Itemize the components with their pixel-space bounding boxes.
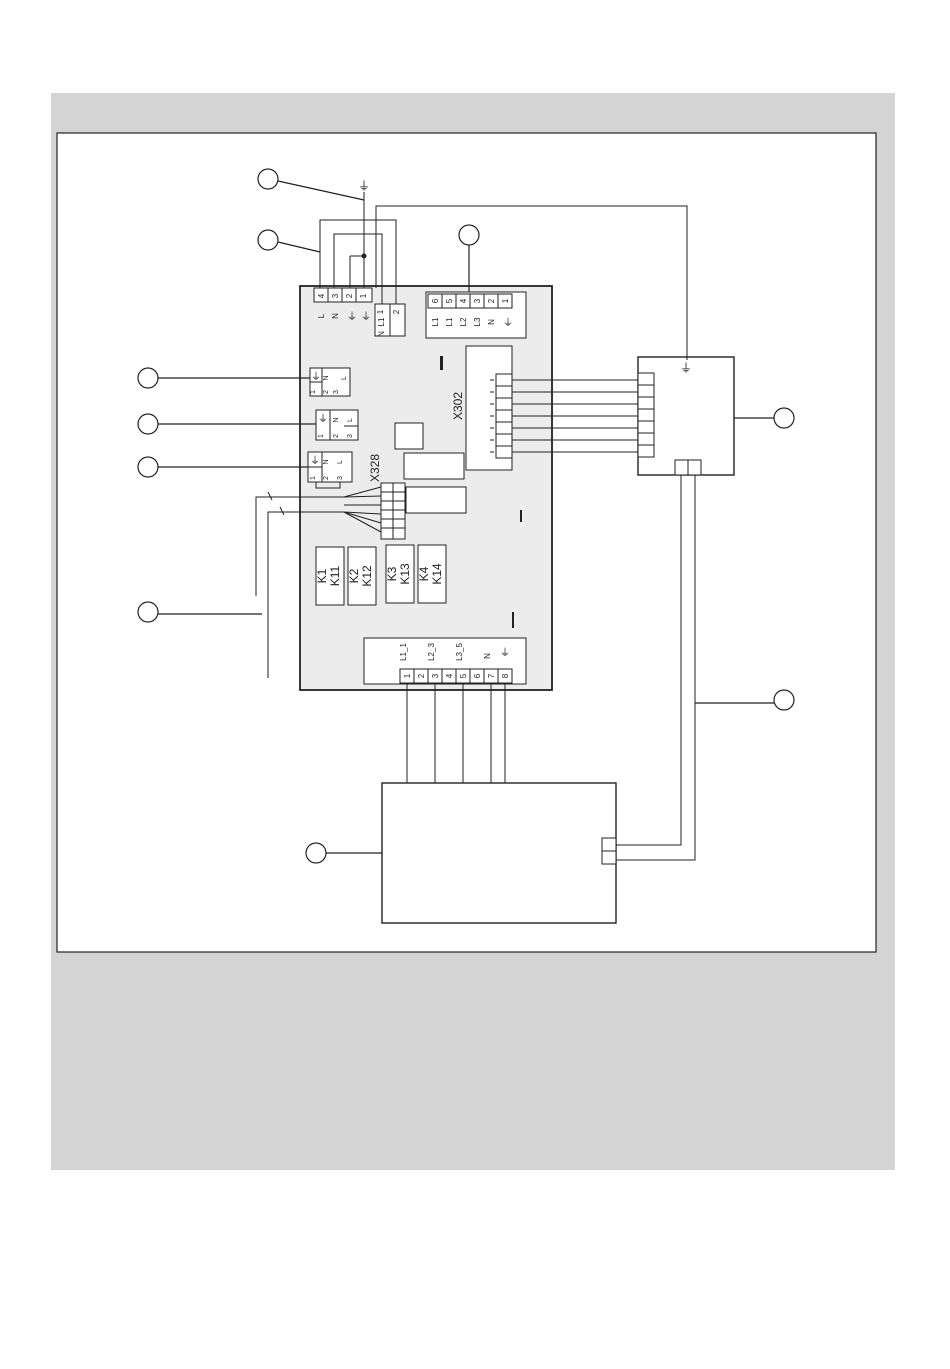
relay-label: K2 [347,568,361,583]
relay-k1: K1 K11 [315,547,344,605]
function-label: N [487,319,496,325]
pin-label: 2 [323,390,330,394]
pin-label: 1 [310,476,317,480]
pin-label: 3 [333,390,340,394]
pin-label: 4 [445,673,454,678]
ground-symbol-icon: ⏚ [358,179,370,193]
pin-label: 1 [501,298,510,303]
function-label: N [483,653,492,659]
relay-k4: K4 K14 [417,545,446,603]
ground-symbol-icon: ⏚ [310,455,320,467]
terminal-top-small: L1 N 1 2 [375,304,405,337]
bottom-module [382,783,616,923]
pin-label: 1 [318,434,325,438]
ground-symbol-icon: ⏚ [503,317,513,329]
board-component [395,423,423,449]
pin-label: 3 [331,293,340,298]
board-mark [440,356,443,370]
pin-label: 1 [310,390,317,394]
side-terminal: ⏚ 1 2 3 N L [316,410,358,440]
pin-label: 2 [392,309,401,314]
pin-label: 2 [417,673,426,678]
pin-label: 2 [333,434,340,438]
pin-label: 7 [487,673,496,678]
function-label: L1 [445,317,454,326]
function-label: L [317,313,326,318]
right-module: ⏚ [638,357,734,475]
pin-label: 4 [459,298,468,303]
function-label: N [333,417,340,422]
pin-label: 3 [473,298,482,303]
ground-symbol-icon: ⏚ [500,647,510,659]
relay-label: K14 [430,563,444,585]
side-terminal: ⏚ 1 2 3 N L [310,368,350,396]
board-component [406,487,466,513]
pin-label: 5 [459,673,468,678]
pin-label: 2 [487,298,496,303]
relay-label: K12 [360,565,374,587]
function-label: N [323,375,330,380]
ground-symbol-icon: ⏚ [318,413,328,425]
relay-label: K13 [398,563,412,585]
pin-label: 6 [431,298,440,303]
pin-label: 3 [337,476,344,480]
function-label: L2 [459,317,468,326]
relay-label: K1 [315,568,329,583]
ground-symbol-icon: ⏚ [347,311,357,323]
pin-label: 4 [317,293,326,298]
ground-symbol-icon: ⏚ [361,311,371,323]
board-mark [512,612,514,628]
relay-label: K11 [328,565,342,586]
pin-label: 1 [403,673,412,678]
relay-k2: K2 K12 [347,547,376,605]
function-label: L2_3 [427,643,436,661]
side-terminal: ⏚ 1 2 3 N L [308,452,352,482]
pin-label: 2 [345,293,354,298]
function-label: L [337,460,344,464]
pin-label: 3 [431,673,440,678]
connector-x302-label: X302 [451,392,465,420]
function-label: L1_1 [399,643,408,661]
pin-label: 8 [501,673,510,678]
function-label: L3_5 [455,643,464,661]
ground-symbol-icon: ⏚ [680,361,692,375]
function-label: L [347,418,354,422]
relay-k3: K3 K13 [385,545,414,603]
function-label: N [377,331,386,337]
pin-label: 6 [473,673,482,678]
function-label: N [331,313,340,319]
pin-label: 3 [347,434,354,438]
terminal-top-right: 6 5 4 3 2 1 L1 L1 L2 L3 N ⏚ [426,292,526,338]
pin-label: 5 [445,298,454,303]
board-component [404,453,464,479]
pin-label: 1 [359,293,368,298]
relay-label: K3 [385,566,399,581]
board-mark [520,510,522,522]
connector-x328-label: X328 [368,454,382,482]
function-label: L1 [377,317,386,326]
function-label: L1 [431,317,440,326]
function-label: L3 [473,317,482,326]
function-label: L [341,376,348,380]
pin-label: 2 [323,476,330,480]
function-label: N [323,459,330,464]
ground-symbol-icon: ⏚ [311,371,321,383]
relay-label: K4 [417,566,431,581]
pin-label: 1 [376,309,385,314]
terminal-bottom: 1 2 3 4 5 6 7 8 L1_1 L2_3 L3_5 N ⏚ [364,638,526,684]
